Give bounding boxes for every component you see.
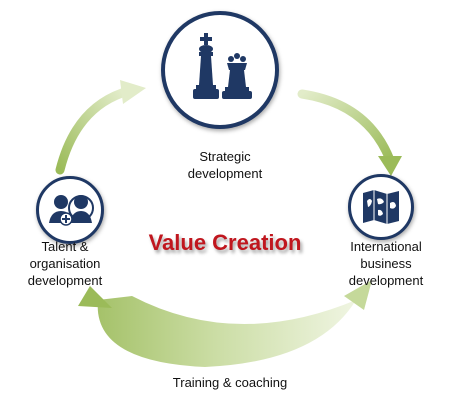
international-label: International business development [322, 238, 450, 289]
talent-label-line: Talent & [41, 239, 89, 254]
arrow-bottom-cycle [78, 280, 372, 367]
strategic-label-line: Strategic [199, 149, 251, 164]
talent-label-line: development [27, 273, 103, 288]
talent-label: Talent & organisation development [0, 238, 130, 289]
international-label-line: International [350, 239, 422, 254]
international-node [348, 174, 414, 240]
training-label: Training & coaching [172, 375, 288, 390]
chess-pieces-icon [193, 33, 252, 99]
strategic-node [161, 11, 279, 129]
strategic-label: Strategic development [150, 148, 300, 182]
talent-label-line: organisation [29, 256, 101, 271]
international-label-line: development [348, 273, 424, 288]
talent-node [36, 176, 104, 244]
world-map-icon [363, 190, 399, 224]
people-add-icon [49, 195, 94, 226]
strategic-label-line: development [187, 166, 263, 181]
center-title: Value Creation [148, 230, 302, 255]
arrow-strategic-to-international [297, 89, 402, 176]
international-label-line: business [360, 256, 412, 271]
arrow-talent-to-strategic [55, 80, 146, 175]
